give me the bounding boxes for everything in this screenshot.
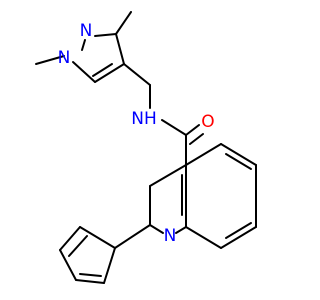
molecule-structure: N N NH O N (35, 11, 257, 284)
bond (114, 224, 151, 249)
bond (115, 11, 132, 35)
bond (94, 33, 117, 37)
bond (81, 39, 86, 51)
atom-label: NH (131, 109, 157, 129)
bond (185, 226, 222, 249)
bond (94, 63, 125, 83)
bond (103, 247, 116, 284)
bond (72, 61, 96, 83)
bond (161, 119, 187, 136)
atom-label: O (201, 112, 214, 132)
bond (189, 133, 204, 145)
atom-label: N (80, 21, 93, 41)
bond (79, 273, 102, 277)
atom-label: N (58, 48, 71, 68)
bond (35, 55, 65, 65)
bond (75, 279, 105, 284)
bond (115, 33, 125, 65)
bond (220, 226, 257, 249)
bond (220, 143, 257, 166)
bond (185, 124, 200, 136)
bond (79, 226, 116, 249)
bond (225, 153, 252, 170)
bond (68, 235, 88, 257)
bond (149, 224, 164, 234)
bond (149, 164, 187, 187)
bond (225, 222, 252, 239)
bond (92, 63, 113, 77)
bond (123, 63, 151, 86)
bond (59, 226, 81, 251)
molecule-diagram: N N NH O N (35, 11, 257, 284)
bond (59, 249, 77, 281)
bond (175, 226, 187, 234)
bond (185, 143, 222, 166)
atom-label: N (164, 226, 177, 246)
